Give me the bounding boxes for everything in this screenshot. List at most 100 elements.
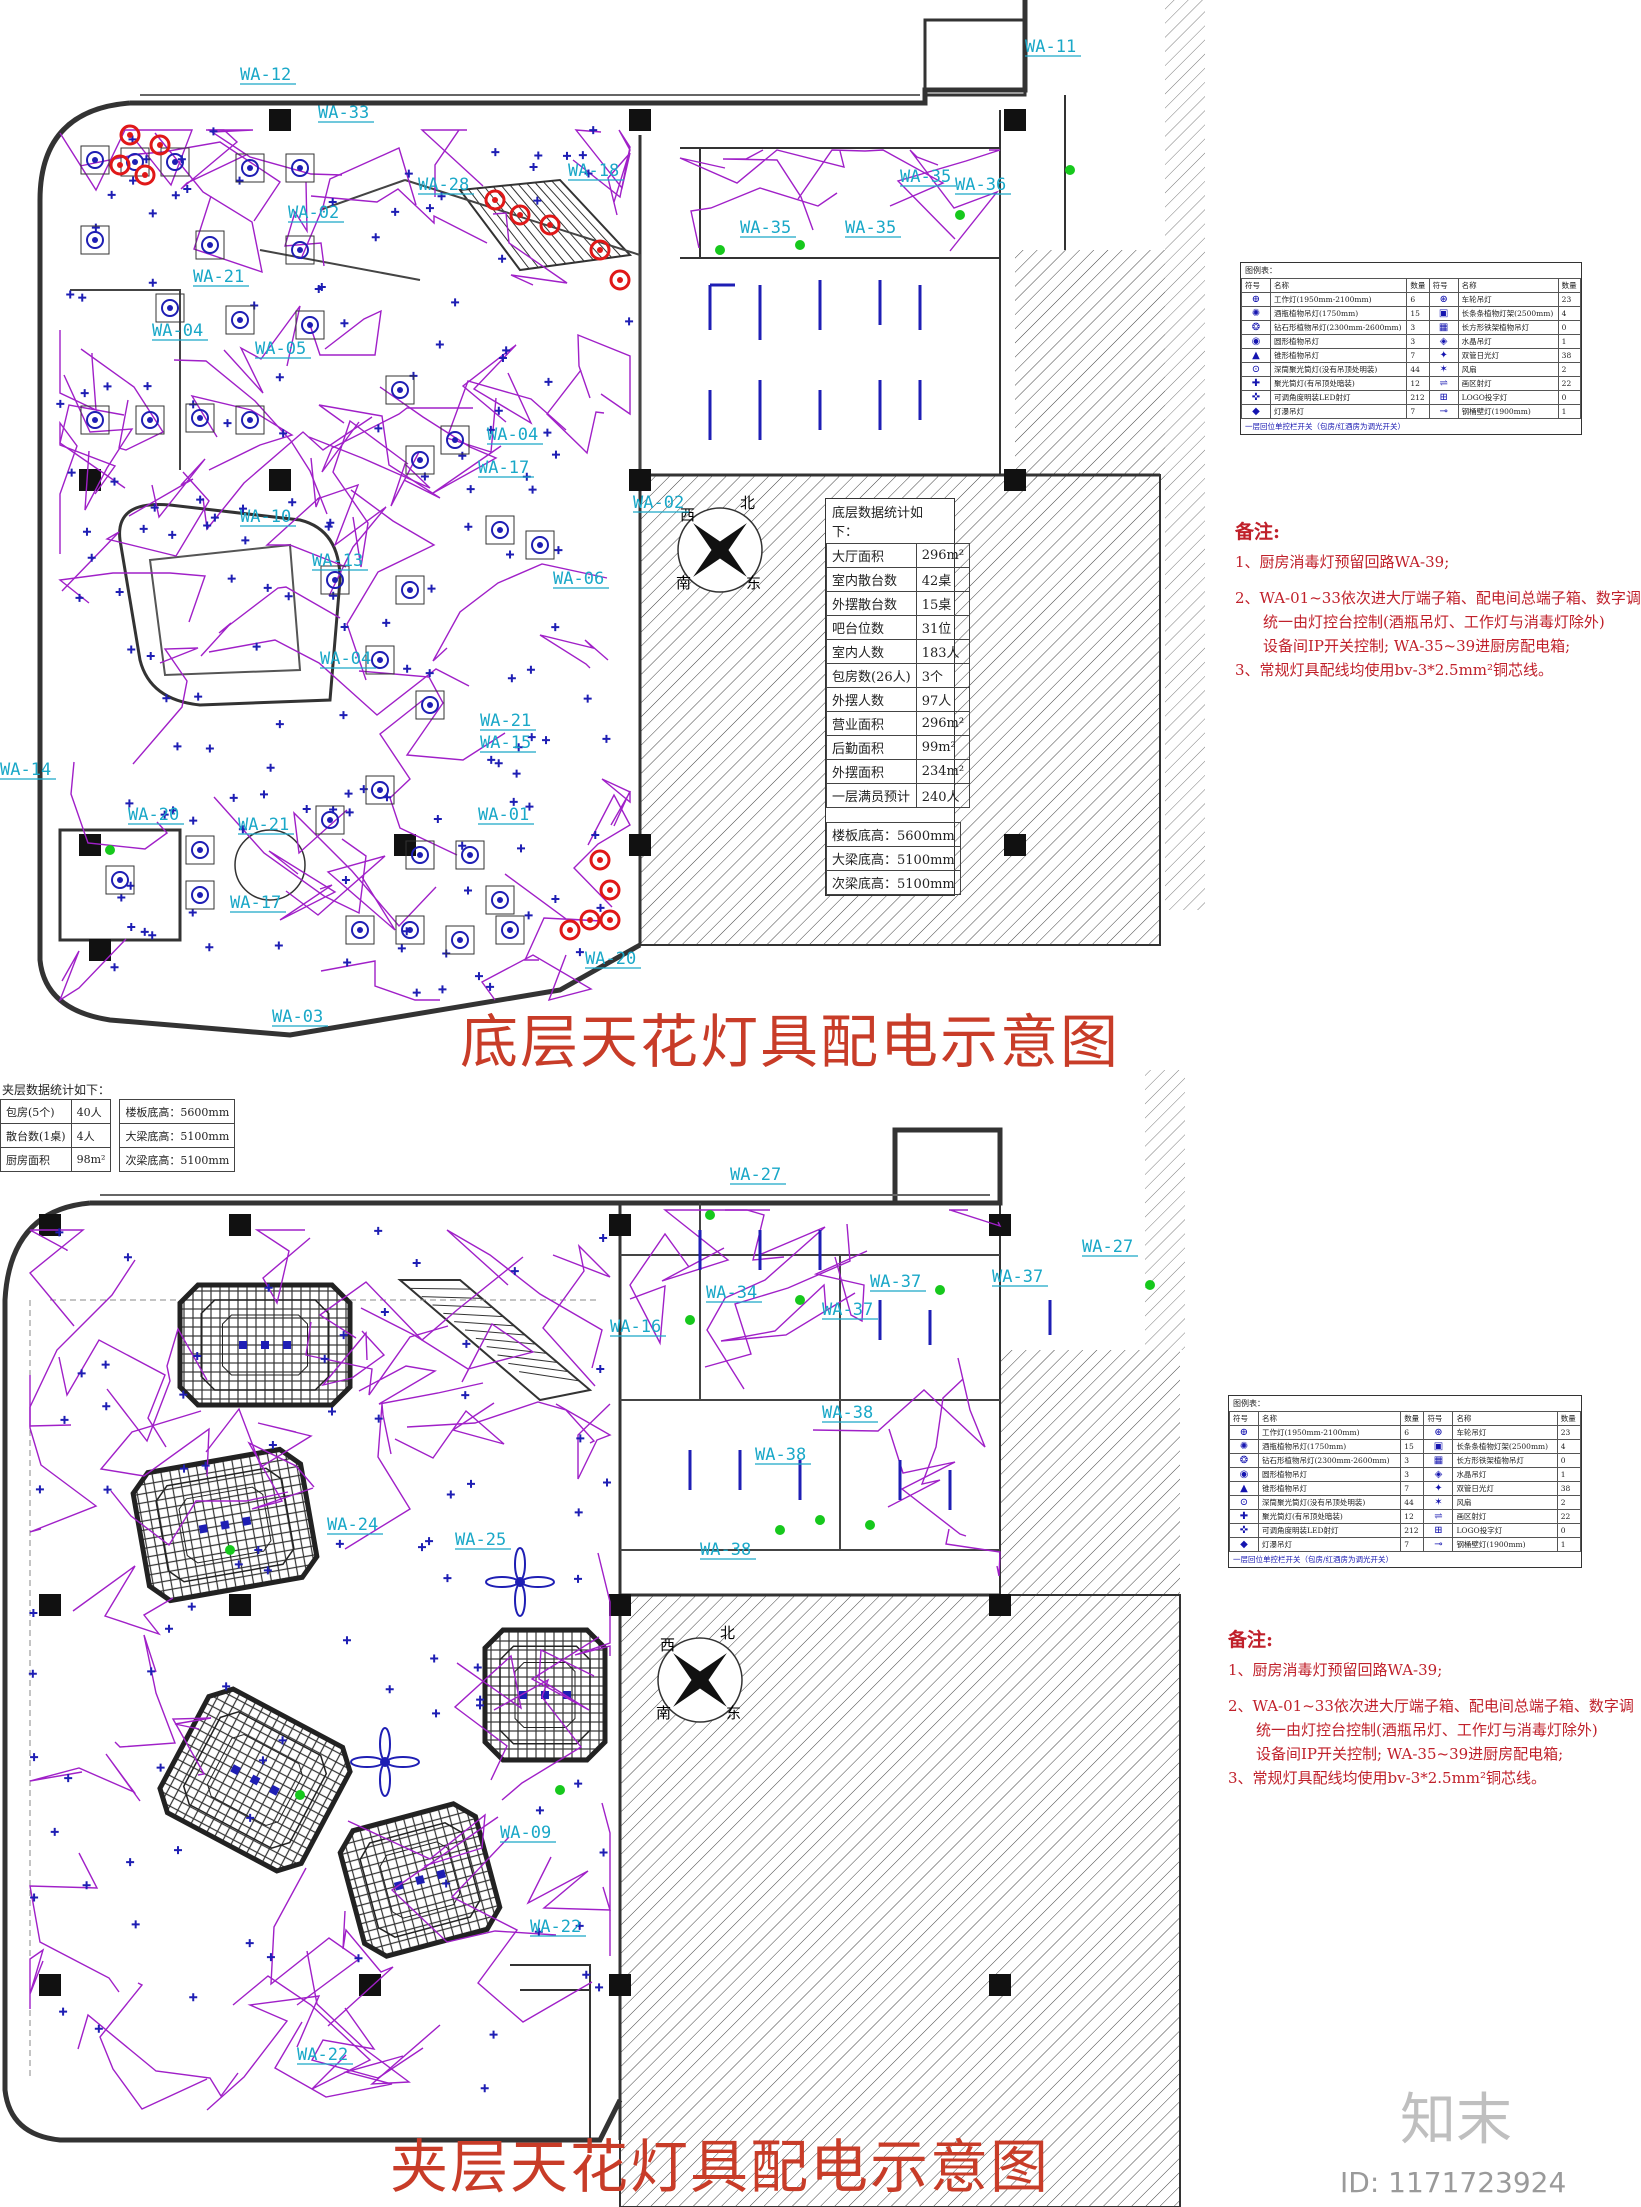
led-spotlight-icon bbox=[464, 886, 473, 895]
wire-run bbox=[265, 457, 347, 568]
legend-header-cell: 数量 bbox=[1400, 1411, 1425, 1426]
pendant-lamp-icon bbox=[105, 865, 135, 895]
column-icon bbox=[629, 109, 651, 131]
led-spotlight-icon bbox=[458, 841, 467, 850]
legend-header-cell: 名称 bbox=[1269, 278, 1408, 293]
led-spotlight-icon bbox=[126, 1858, 135, 1867]
wire-run bbox=[206, 129, 343, 176]
column-icon bbox=[269, 109, 291, 131]
legend-cell: 12 bbox=[1400, 1509, 1425, 1524]
pendant-lamp-icon bbox=[185, 403, 215, 433]
led-spotlight-icon bbox=[582, 1970, 591, 1979]
legend-cell: 38 bbox=[1556, 1481, 1582, 1496]
led-spotlight-icon bbox=[82, 527, 91, 536]
led-spotlight-icon bbox=[524, 911, 533, 920]
legend-cell: LOGO投字灯 bbox=[1452, 1523, 1558, 1538]
wire-run bbox=[358, 670, 506, 761]
led-spotlight-icon bbox=[467, 1479, 476, 1488]
led-spotlight-icon bbox=[528, 485, 537, 494]
wire-run bbox=[316, 483, 387, 597]
wire-run bbox=[446, 380, 567, 453]
column-icon bbox=[629, 834, 651, 856]
circuit-label: WA-21 bbox=[193, 267, 244, 287]
floor-plan-drawing: 北 西 南 东 bbox=[0, 0, 1205, 2207]
legend-cell: 画区射灯 bbox=[1457, 376, 1559, 391]
note-item: 1、厨房消毒灯预留回路WA-39; bbox=[1235, 553, 1450, 571]
wire-run bbox=[59, 420, 126, 554]
wire-run bbox=[99, 1982, 208, 2110]
column-icon bbox=[229, 1594, 251, 1616]
legend-cell: 锥形植物吊灯 bbox=[1269, 348, 1408, 363]
notes-title: 备注: bbox=[1235, 521, 1281, 543]
switch-icon bbox=[715, 245, 725, 255]
private-room-ceiling-grid bbox=[157, 1686, 353, 1874]
wire-run bbox=[58, 1339, 167, 1448]
led-spotlight-icon bbox=[489, 2030, 498, 2039]
led-spotlight-icon bbox=[179, 1390, 188, 1399]
led-spotlight-icon bbox=[77, 1369, 86, 1378]
legend-cell: 酒瓶植物吊灯(1750mm) bbox=[1269, 306, 1408, 321]
legend-cell: 44 bbox=[1406, 362, 1430, 377]
legend-symbol-icon: ⊞ bbox=[1423, 1523, 1454, 1538]
legend-header-cell: 名称 bbox=[1257, 1411, 1402, 1426]
circuit-label: WA-17 bbox=[478, 458, 529, 478]
legend-cell: 0 bbox=[1557, 320, 1582, 335]
led-spotlight-icon bbox=[80, 389, 89, 398]
wire-run bbox=[546, 369, 605, 455]
led-spotlight-icon bbox=[238, 825, 247, 834]
table-cell: 一层满员预计 bbox=[826, 783, 917, 808]
circuit-label: WA-33 bbox=[318, 103, 369, 123]
legend-symbol-icon: ✺ bbox=[1241, 306, 1271, 321]
legend-cell: 38 bbox=[1557, 348, 1582, 363]
legend-symbol-icon: ✜ bbox=[1229, 1523, 1259, 1538]
wheel-lamp-icon bbox=[579, 909, 601, 931]
table-row: 散台数(1桌)4人 bbox=[0, 1123, 112, 1148]
wire-run bbox=[80, 348, 165, 451]
room-lamp-icon bbox=[239, 1341, 247, 1349]
circuit-label: WA-28 bbox=[418, 175, 469, 195]
legend-symbol-icon: ✶ bbox=[1428, 362, 1459, 377]
wheel-lamp-icon bbox=[484, 189, 506, 211]
table-cell: 包房数(26人) bbox=[826, 663, 917, 688]
led-spotlight-icon bbox=[194, 692, 203, 701]
legend-cell: 23 bbox=[1557, 292, 1582, 307]
wire-run bbox=[526, 1856, 611, 1911]
pendant-lamp-icon bbox=[365, 775, 395, 805]
led-spotlight-icon bbox=[140, 927, 149, 936]
wheel-lamp-icon bbox=[109, 154, 131, 176]
led-spotlight-icon bbox=[599, 1848, 608, 1857]
pendant-lamp-icon bbox=[365, 645, 395, 675]
legend-symbol-icon: ▣ bbox=[1423, 1439, 1454, 1454]
wheel-lamp-icon bbox=[539, 214, 561, 236]
wire-run bbox=[173, 359, 328, 515]
legend-cell: 聚光筒灯(有吊顶处暗装) bbox=[1257, 1509, 1402, 1524]
wire-run bbox=[59, 129, 194, 192]
compass-south: 南 bbox=[656, 1704, 671, 1722]
led-spotlight-icon bbox=[544, 377, 553, 386]
light-fixtures bbox=[28, 1210, 1155, 2093]
wire-run bbox=[58, 572, 206, 623]
led-spotlight-icon bbox=[314, 284, 323, 293]
led-spotlight-icon bbox=[344, 789, 353, 798]
wire-run bbox=[432, 563, 608, 662]
pendant-lamp-icon bbox=[195, 230, 225, 260]
led-spotlight-icon bbox=[180, 1464, 189, 1473]
wire-run bbox=[310, 2007, 424, 2079]
led-spotlight-icon bbox=[268, 1440, 277, 1449]
note-item: 2、WA-01~33依次进大厅端子箱、配电间总端子箱、数字调 bbox=[1235, 589, 1641, 607]
pendant-lamp-icon bbox=[225, 305, 255, 335]
table-cell: 散台数(1桌) bbox=[0, 1123, 72, 1148]
led-spotlight-icon bbox=[462, 1339, 471, 1348]
wheel-lamp-icon bbox=[589, 239, 611, 261]
wire-run bbox=[128, 458, 206, 519]
wire-run bbox=[573, 793, 631, 908]
wire-run bbox=[293, 809, 437, 928]
led-spotlight-icon bbox=[189, 816, 198, 825]
